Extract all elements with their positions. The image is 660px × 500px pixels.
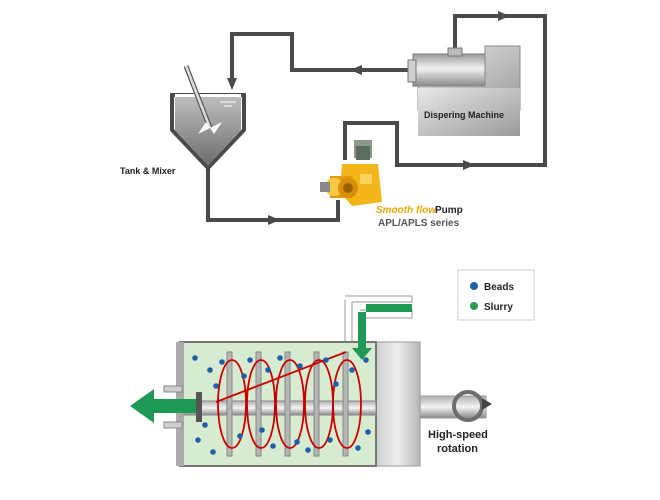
dispersing-machine: [407, 45, 521, 136]
tank-mixer: [170, 65, 246, 171]
rotation-label-line2: rotation: [437, 443, 478, 455]
flow-arrows: [227, 11, 510, 225]
rotation-label-line1: High-speed: [428, 429, 488, 441]
pump-word-label: Pump: [435, 205, 463, 216]
pump-brand-label: Smooth flow: [376, 205, 437, 216]
legend-slurry-label: Slurry: [484, 302, 513, 313]
flow-arrow-down: [227, 78, 237, 90]
slurry-inlet-arrow: [352, 304, 412, 360]
machine-inlet-pipe: [230, 32, 412, 80]
machine-label: Dispering Machine: [424, 110, 504, 120]
legend: Beads Slurry: [457, 269, 535, 321]
tank-label: Tank & Mixer: [120, 166, 176, 176]
legend-beads-label: Beads: [484, 282, 514, 293]
legend-beads-swatch: [470, 282, 478, 290]
slurry-outlet-arrow: [130, 389, 196, 423]
supply-pipe: [206, 168, 340, 222]
flow-arrow-left: [350, 65, 362, 75]
legend-slurry-swatch: [470, 302, 478, 310]
pump: [320, 140, 382, 206]
flow-arrow-top: [498, 11, 510, 21]
flow-arrow-bottom: [268, 215, 280, 225]
bead-mill: [130, 295, 492, 467]
pump-series-label: APL/APLS series: [378, 218, 460, 229]
flow-arrow-right: [463, 160, 475, 170]
